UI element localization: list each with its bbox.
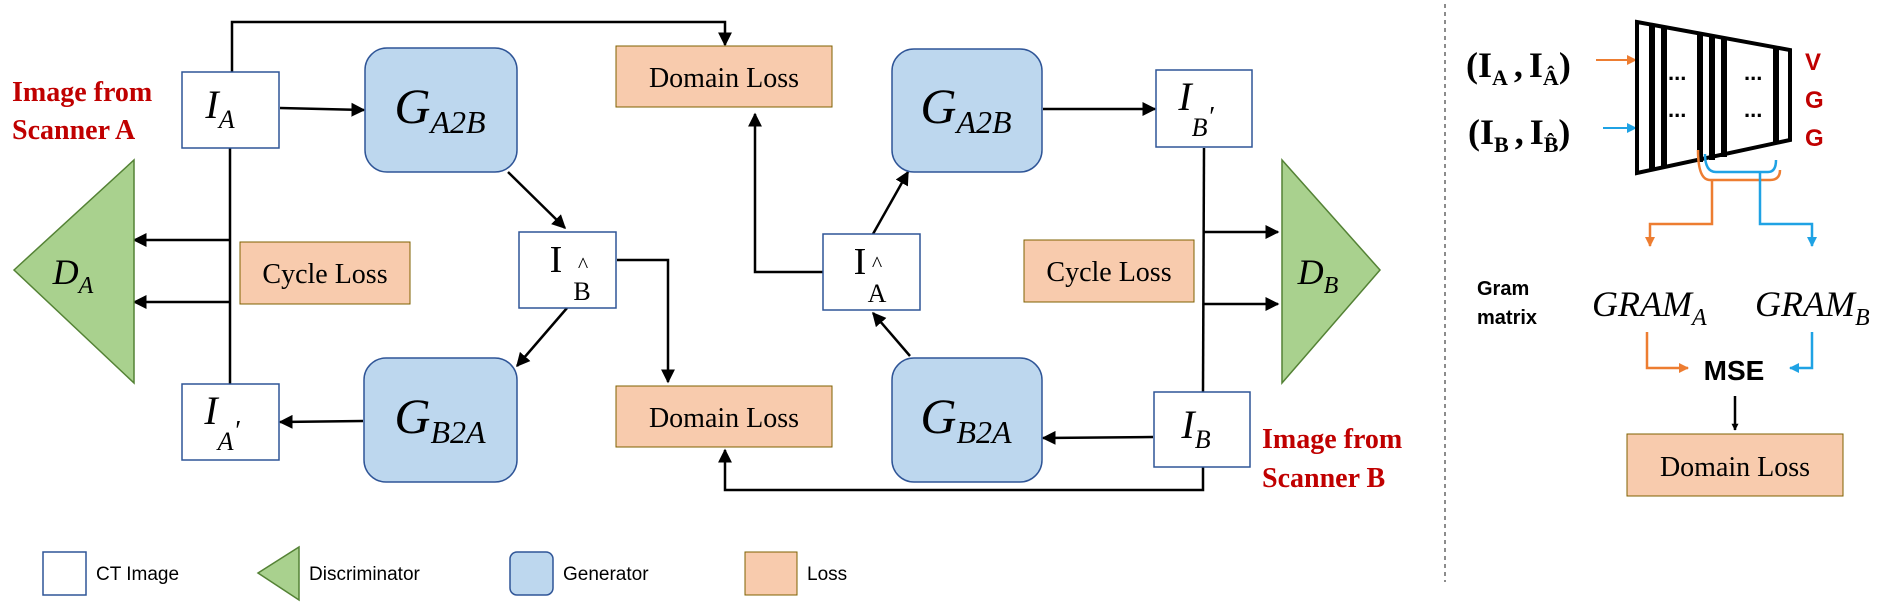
svg-text:Cycle Loss: Cycle Loss xyxy=(262,259,387,290)
generator-a2b-right: GA2B xyxy=(891,48,1043,173)
vgg-label: V G G xyxy=(1805,49,1824,152)
gram-matrix-label-1: Gram xyxy=(1477,278,1529,300)
svg-text:GB2A: GB2A xyxy=(394,388,486,450)
edge-ib-to-domain-bottom xyxy=(718,448,1205,492)
svg-text:GA2B: GA2B xyxy=(394,78,485,140)
edge-iahat-to-ga2b-right xyxy=(871,170,910,235)
node-ia-prime: IA′ xyxy=(181,383,280,461)
gram-matrix-label-2: matrix xyxy=(1477,307,1537,329)
svg-text:DB: DB xyxy=(1297,252,1339,299)
svg-text:Scanner A: Scanner A xyxy=(12,115,136,146)
svg-text:DA: DA xyxy=(52,252,94,299)
node-ib-prime: IB′ xyxy=(1155,69,1253,148)
generator-b2a-left: GB2A xyxy=(363,357,518,483)
edge-ia-to-ga2b xyxy=(279,102,366,117)
scanner-a-label: Image from Scanner A xyxy=(12,77,152,146)
domain-loss-top: Domain Loss xyxy=(615,45,833,108)
svg-text:G: G xyxy=(1805,87,1824,114)
connectors xyxy=(132,20,1280,492)
node-ia-hat: I ^ A xyxy=(822,233,921,311)
svg-text:...: ... xyxy=(1744,97,1762,122)
svg-text:Image from: Image from xyxy=(12,77,152,108)
edge-gb2a-to-iaprime xyxy=(278,414,364,429)
svg-text:^: ^ xyxy=(578,252,589,277)
svg-text:Scanner B: Scanner B xyxy=(1262,463,1385,494)
svg-text:Discriminator: Discriminator xyxy=(309,564,421,585)
vgg-input-b: (IB,IB̂) xyxy=(1468,112,1570,157)
vgg-domain-loss-box xyxy=(1626,433,1844,497)
node-ib-hat: I ^ B xyxy=(518,231,617,309)
svg-text:Generator: Generator xyxy=(563,564,649,585)
discriminator-b: DB xyxy=(1281,158,1381,386)
svg-text:I: I xyxy=(854,241,867,283)
generator-a2b-left: GA2B xyxy=(364,47,518,173)
vgg-arrow-gram-b-mse xyxy=(1789,332,1814,373)
svg-text:IB: IB xyxy=(1180,402,1210,454)
scanner-b-label: Image from Scanner B xyxy=(1262,424,1402,494)
svg-text:Cycle Loss: Cycle Loss xyxy=(1046,257,1171,288)
svg-text:...: ... xyxy=(1744,60,1762,85)
edge-ia-to-domain-top xyxy=(230,20,732,72)
vgg-panel: (IA,IÂ) (IB,IB̂) ... ... ... ... V G G xyxy=(1466,19,1870,497)
edge-iahat-to-domain-top xyxy=(748,112,823,274)
legend: CT Image Discriminator Generator Loss xyxy=(42,545,847,602)
node-ib: IB xyxy=(1153,391,1251,468)
vgg-feed-gram-b xyxy=(1758,172,1817,247)
gram-b: GRAMB xyxy=(1755,284,1870,331)
svg-text:A: A xyxy=(868,279,887,308)
cycle-loss-left: Cycle Loss xyxy=(239,241,411,305)
svg-text:G: G xyxy=(1805,125,1824,152)
svg-text:Loss: Loss xyxy=(807,564,847,585)
legend-discriminator: Discriminator xyxy=(256,545,421,602)
legend-loss: Loss xyxy=(744,551,847,596)
vgg-input-a: (IA,IÂ) xyxy=(1466,45,1571,90)
legend-ct-image: CT Image xyxy=(42,551,179,596)
svg-text:IA′: IA′ xyxy=(203,388,240,456)
svg-text:Image from: Image from xyxy=(1262,424,1402,455)
vgg-feed-gram-a xyxy=(1645,180,1714,247)
legend-generator: Generator xyxy=(509,551,649,596)
svg-text:B: B xyxy=(573,277,590,306)
svg-text:GB2A: GB2A xyxy=(920,388,1012,450)
svg-text:...: ... xyxy=(1668,60,1686,85)
svg-text:...: ... xyxy=(1668,97,1686,122)
vgg-brace-orange xyxy=(1696,149,1782,182)
svg-text:V: V xyxy=(1805,49,1821,76)
svg-text:IB′: IB′ xyxy=(1177,74,1214,142)
domain-loss-bottom: Domain Loss xyxy=(615,385,833,448)
edge-gb2a-right-to-iahat xyxy=(872,311,911,357)
vgg-domain-loss-label: Domain Loss xyxy=(1660,452,1810,483)
svg-text:^: ^ xyxy=(872,251,883,276)
svg-text:IA: IA xyxy=(204,82,234,134)
svg-text:I: I xyxy=(550,239,563,281)
cycle-loss-right: Cycle Loss xyxy=(1023,239,1195,303)
svg-text:CT Image: CT Image xyxy=(96,564,179,585)
svg-text:GA2B: GA2B xyxy=(920,78,1011,140)
generator-b2a-right: GB2A xyxy=(891,357,1043,483)
edge-ga2b-to-ibhat xyxy=(507,171,566,229)
edge-ibhat-to-gb2a xyxy=(516,307,568,368)
edge-ib-vertical xyxy=(1201,147,1206,393)
node-ia: IA xyxy=(181,71,280,149)
vgg-arrow-gram-a-mse xyxy=(1645,332,1689,373)
vgg-brace-blue xyxy=(1703,153,1778,174)
vgg-layers xyxy=(1649,26,1779,170)
gram-a: GRAMA xyxy=(1592,284,1707,331)
mse-label: MSE xyxy=(1704,355,1765,386)
edge-ib-to-gb2a-right xyxy=(1041,430,1154,445)
svg-text:Domain Loss: Domain Loss xyxy=(649,403,799,434)
edge-ibhat-to-domain-bottom xyxy=(617,258,675,384)
discriminator-a: DA xyxy=(12,158,135,385)
svg-text:Domain Loss: Domain Loss xyxy=(649,63,799,94)
vgg-dots: ... ... ... ... xyxy=(1668,60,1762,122)
